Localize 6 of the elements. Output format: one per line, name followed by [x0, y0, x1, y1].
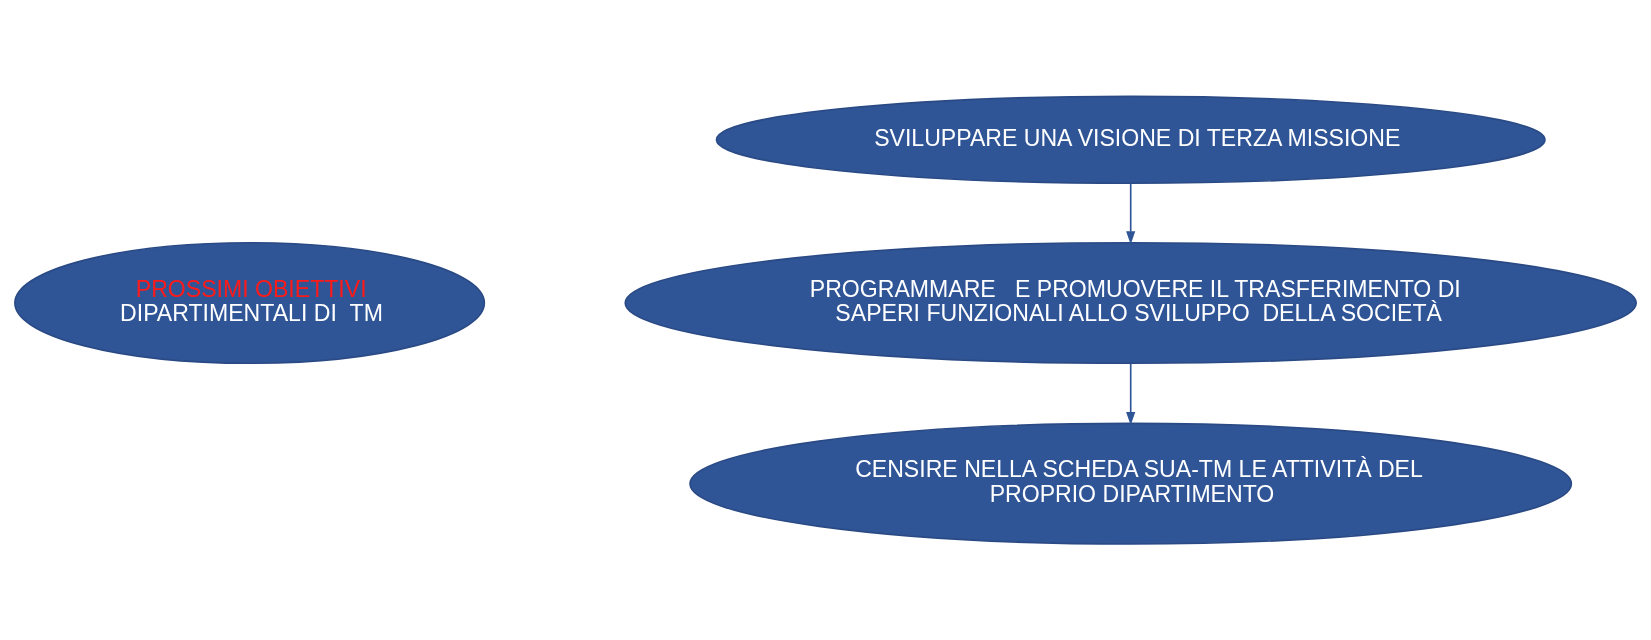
- node-ellipse: PROGRAMMARE E PROMUOVERE IL TRASFERIMENTO DI SAPERI FUNZIONALI ALLO SVILUPPO DELLA SOCIETÀ: [624, 241, 1637, 364]
- node-ellipse: SVILUPPARE UNA VISIONE DI TERZA MISSIONE: [715, 95, 1546, 184]
- node-ellipse: CENSIRE NELLA SCHEDA SUA-TM LE ATTIVITÀ DEL PROPRIO DIPARTIMENTO: [689, 422, 1573, 545]
- arrow: [1126, 362, 1136, 425]
- arrow: [1126, 181, 1136, 244]
- node-ellipse: PROSSIMI OBIETTIVI DIPARTIMENTALI DI TM: [14, 241, 486, 364]
